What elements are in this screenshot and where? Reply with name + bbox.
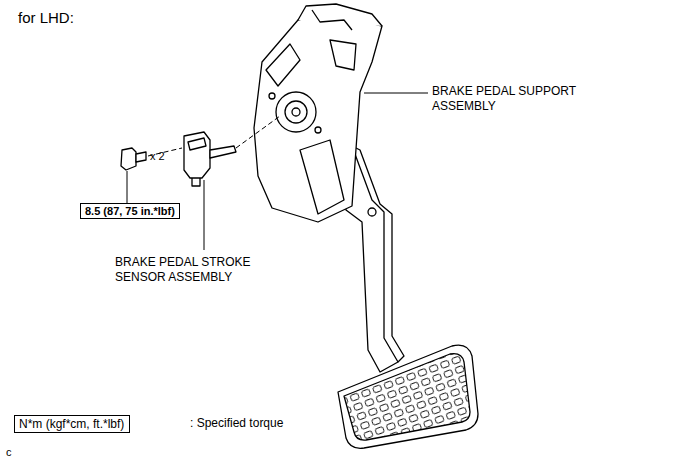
quantity-note: x 2 — [150, 150, 165, 164]
part-name: BRAKE PEDAL STROKE SENSOR ASSEMBLY — [115, 255, 265, 285]
figure-code: c — [6, 446, 12, 460]
torque-box: 8.5 (87, 75 in.*lbf) — [80, 203, 180, 219]
box-text: N*m (kgf*cm, ft.*lbf) — [19, 417, 125, 431]
box-text: 8.5 (87, 75 in.*lbf) — [85, 205, 175, 217]
legend-box: N*m (kgf*cm, ft.*lbf) — [14, 415, 130, 433]
part-name: BRAKE PEDAL SUPPORT ASSEMBLY — [432, 84, 607, 114]
legend-text: : Specified torque — [190, 416, 283, 431]
title: for LHD: — [18, 9, 74, 28]
